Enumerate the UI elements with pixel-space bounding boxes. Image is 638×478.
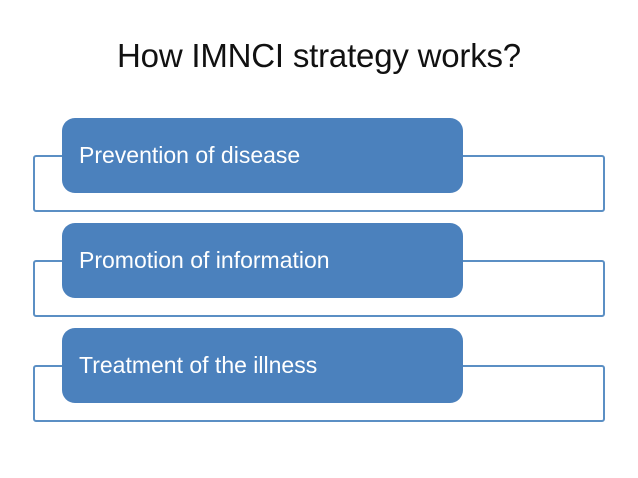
step-label-2: Promotion of information — [79, 247, 330, 273]
step-chip-1[interactable]: Prevention of disease — [62, 118, 463, 193]
step-label-3: Treatment of the illness — [79, 352, 318, 378]
step-chip-2[interactable]: Promotion of information — [62, 223, 463, 298]
step-chip-3[interactable]: Treatment of the illness — [62, 328, 463, 403]
page-title: How IMNCI strategy works? — [117, 37, 521, 74]
step-label-1: Prevention of disease — [79, 142, 301, 168]
